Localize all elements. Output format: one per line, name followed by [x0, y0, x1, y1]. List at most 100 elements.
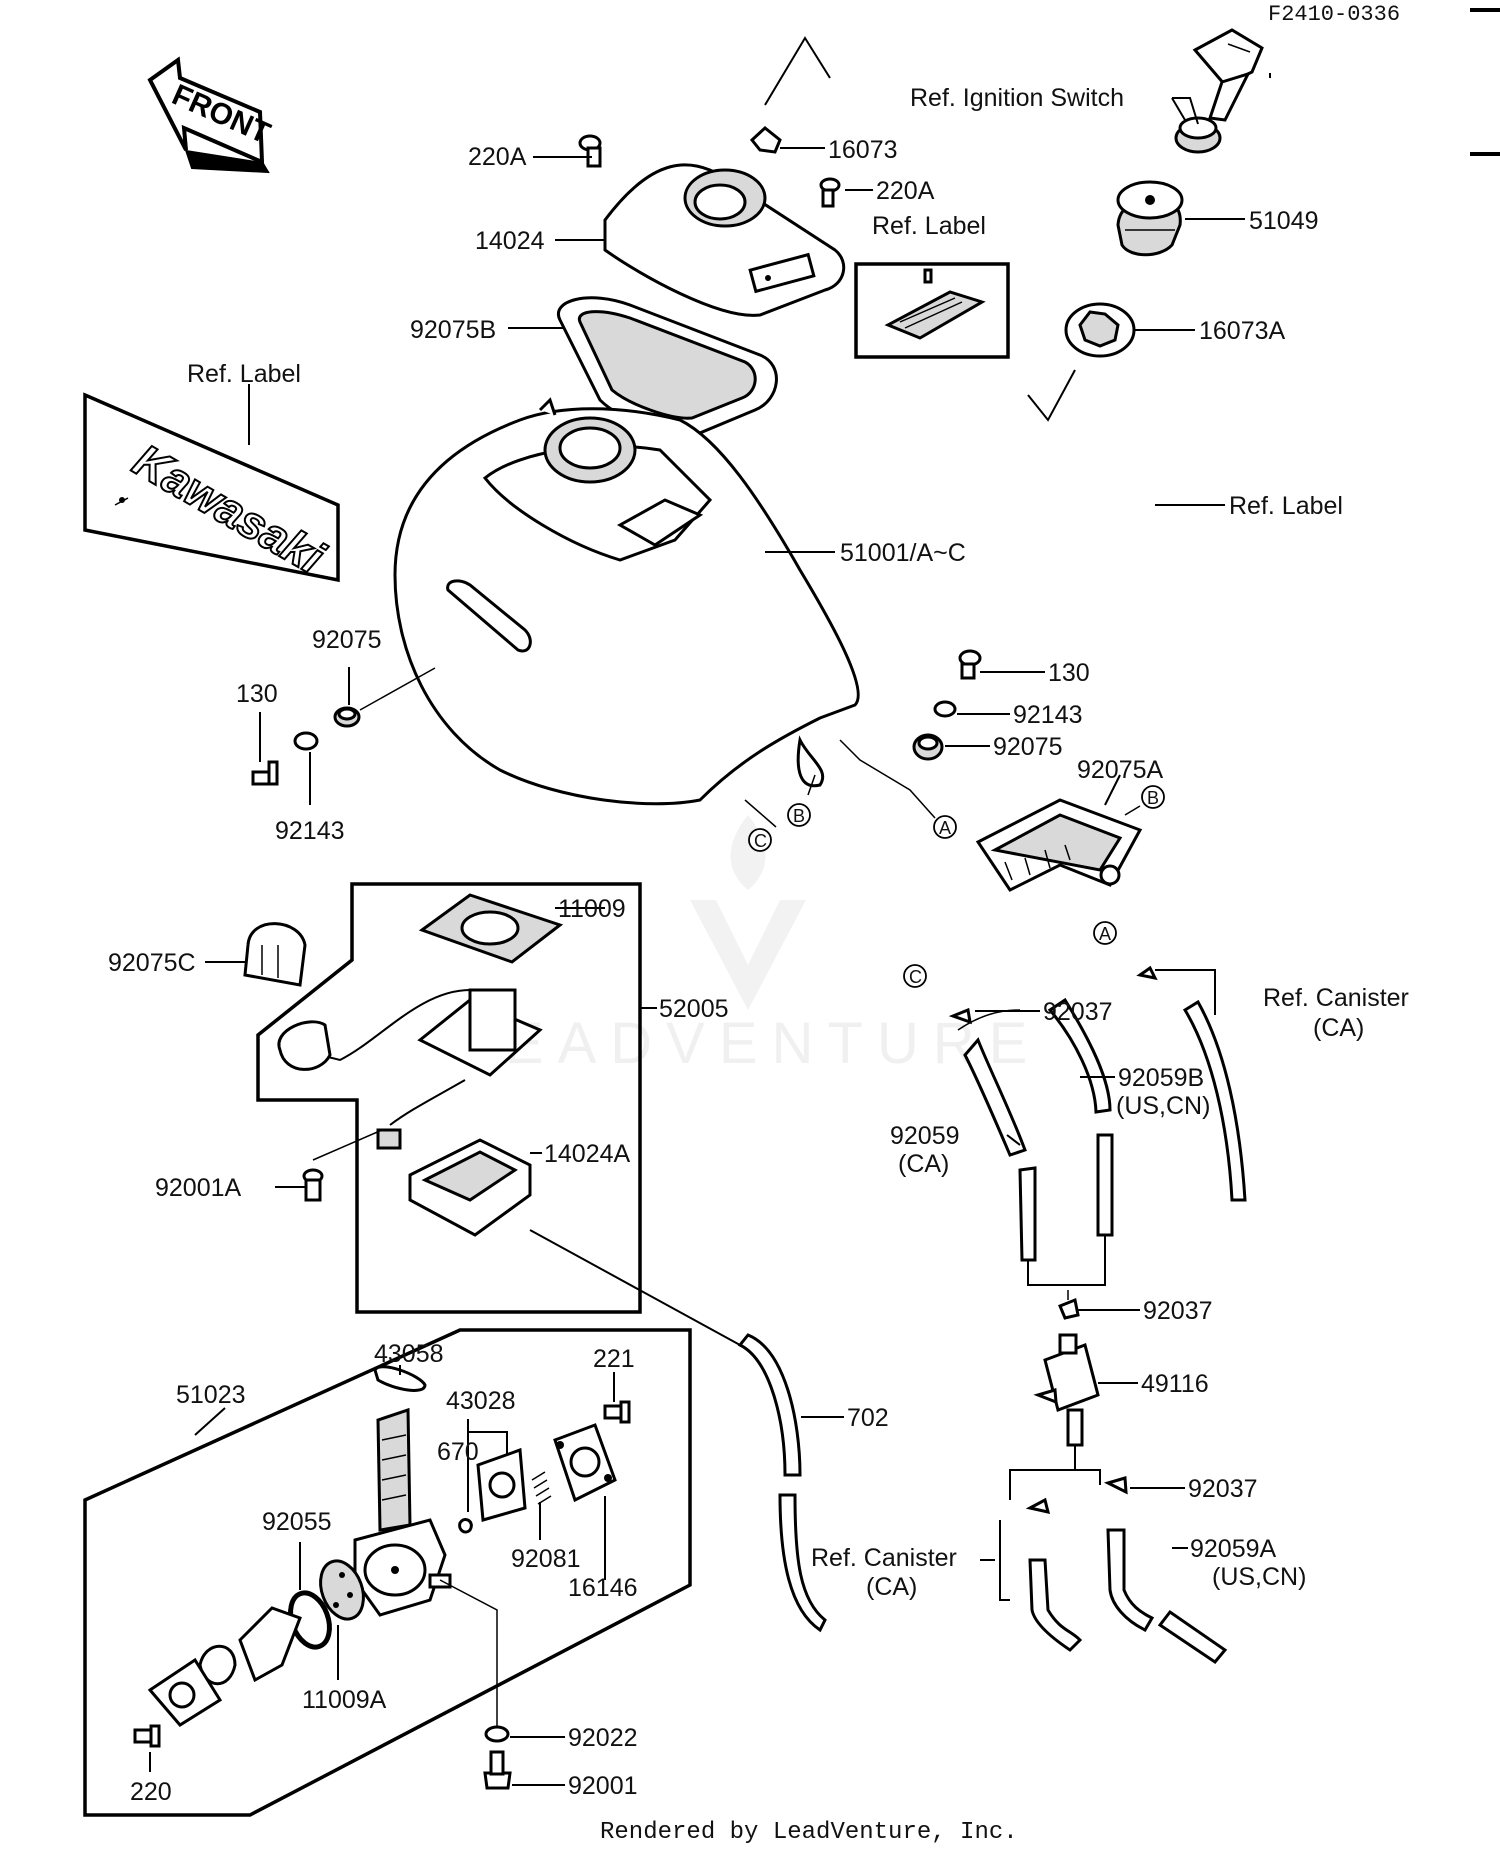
label-92022: 92022	[568, 1724, 638, 1752]
spring-92081-icon	[531, 1471, 552, 1505]
washer-92022-icon	[484, 1725, 510, 1743]
label-ref-label-right: Ref. Label	[1229, 492, 1343, 520]
marker-c-tank: C	[748, 828, 772, 852]
label-ref-ignition-switch: Ref. Ignition Switch	[910, 84, 1124, 112]
fuel-valve-group-box	[83, 1328, 692, 1817]
label-92075-left: 92075	[312, 626, 382, 654]
part-labels: Ref. Ignition Switch 16073 220A 220A Ref…	[108, 84, 1409, 1806]
screw-92001A-icon	[302, 1168, 324, 1202]
label-220A-right: 220A	[876, 177, 935, 205]
screw-220-icon	[133, 1724, 161, 1748]
bolt-130-left-icon	[251, 760, 279, 786]
filter-screen-11009A-icon	[319, 1559, 365, 1621]
tank-top-cover-icon	[603, 163, 846, 317]
clamp-92037-mid-icon	[1058, 1297, 1080, 1320]
mount-bracket-92075A-icon	[975, 798, 1143, 892]
label-52005: 52005	[659, 995, 729, 1023]
label-ref-label-left: Ref. Label	[187, 360, 301, 388]
label-130-left: 130	[236, 680, 278, 708]
label-92037-a: 92037	[1043, 998, 1113, 1026]
bolt-130-right-icon	[958, 649, 982, 680]
diaphragm-43028-icon	[476, 1447, 527, 1522]
o-ring-670-icon	[458, 1518, 473, 1534]
label-92075-right: 92075	[993, 733, 1063, 761]
ignition-key-icon	[1174, 28, 1264, 154]
watermark-text: LEADVENTURE	[459, 1011, 1042, 1076]
label-51023: 51023	[176, 1381, 246, 1409]
label-51001: 51001/A~C	[840, 539, 966, 567]
up-caret-mark	[764, 36, 831, 106]
svg-text:C: C	[754, 831, 767, 851]
label-92075C: 92075C	[108, 949, 196, 977]
label-92143-left: 92143	[275, 817, 345, 845]
fuel-bowl-icon	[147, 1606, 302, 1727]
cushion-92075C-icon	[243, 922, 307, 987]
label-92075B: 92075B	[410, 316, 496, 344]
front-arrow: FRONT	[147, 56, 275, 174]
fuel-gauge-sender-icon	[277, 988, 543, 1150]
hose-702-icon	[529, 1229, 827, 1633]
canister-hose-top-icon	[1136, 965, 1247, 1202]
label-130-right: 130	[1048, 659, 1090, 687]
label-92081: 92081	[511, 1545, 581, 1573]
screw-220A-icon	[578, 134, 602, 168]
hose-92059-icon	[963, 1037, 1037, 1262]
svg-text:A: A	[939, 818, 951, 838]
label-92037-c: 92037	[1188, 1475, 1258, 1503]
collar-92143-right-icon	[933, 700, 957, 718]
seal-92075B-icon	[556, 296, 778, 438]
marker-a-canister: A	[1093, 921, 1117, 945]
screw-221-icon	[603, 1400, 631, 1424]
label-92059-2: (CA)	[898, 1150, 949, 1178]
marker-c-hose: C	[903, 964, 927, 988]
fuel-tank-icon	[393, 397, 860, 806]
svg-text:C: C	[909, 967, 922, 987]
sender-plate-14024A-icon	[408, 1138, 532, 1237]
ref-label-box-top	[854, 262, 1010, 359]
bolt-92001-icon	[483, 1750, 512, 1790]
footer-credit: Rendered by LeadVenture, Inc.	[600, 1819, 1018, 1846]
label-43058: 43058	[374, 1340, 444, 1368]
bracket-16073-icon	[749, 126, 782, 154]
label-220A-top: 220A	[468, 143, 527, 171]
label-43028: 43028	[446, 1387, 516, 1415]
svg-text:B: B	[793, 806, 805, 826]
marker-a-tank: A	[933, 815, 957, 839]
label-220: 220	[130, 1778, 172, 1806]
label-92037-b: 92037	[1143, 1297, 1213, 1325]
cap-gasket-icon	[1064, 302, 1136, 358]
gasket-11009-icon	[418, 893, 564, 964]
fuel-cap-icon	[1116, 180, 1184, 257]
svg-text:A: A	[1099, 924, 1111, 944]
hose-92059A-icon	[1106, 1528, 1228, 1665]
grommet-92075-right-icon	[912, 733, 944, 761]
label-92059A-1: 92059A	[1190, 1535, 1277, 1563]
leader-lines	[149, 73, 1271, 1786]
label-16073: 16073	[828, 136, 898, 164]
label-51049: 51049	[1249, 207, 1319, 235]
label-14024A: 14024A	[544, 1140, 631, 1168]
clamp-92037-left-icon	[1025, 1497, 1051, 1514]
label-92059B-2: (US,CN)	[1116, 1092, 1210, 1120]
label-ref-canister-bot-2: (CA)	[866, 1573, 917, 1601]
hose-92059B-icon	[1047, 997, 1114, 1237]
marker-b-tank: B	[787, 803, 811, 827]
cover-16146-icon	[553, 1423, 617, 1503]
page-edge-mark-mid	[1470, 152, 1500, 156]
label-ref-label-top: Ref. Label	[872, 212, 986, 240]
label-221: 221	[593, 1345, 635, 1373]
screw-220A-right-icon	[819, 177, 841, 208]
label-670: 670	[437, 1438, 479, 1466]
label-ref-canister-top-1: Ref. Canister	[1263, 984, 1409, 1012]
label-16073A: 16073A	[1199, 317, 1286, 345]
canister-hose-bottom-icon	[1028, 1558, 1083, 1652]
label-92059B-1: 92059B	[1118, 1064, 1204, 1092]
label-92001: 92001	[568, 1772, 638, 1800]
sender-unit-group-box	[256, 882, 642, 1314]
collar-92143-left-icon	[293, 731, 319, 751]
clamp-92037-top-icon	[948, 1007, 972, 1025]
fuel-pump-49116-icon	[1033, 1333, 1100, 1447]
label-ref-canister-bot-1: Ref. Canister	[811, 1544, 957, 1572]
down-caret-mark	[1027, 369, 1076, 422]
